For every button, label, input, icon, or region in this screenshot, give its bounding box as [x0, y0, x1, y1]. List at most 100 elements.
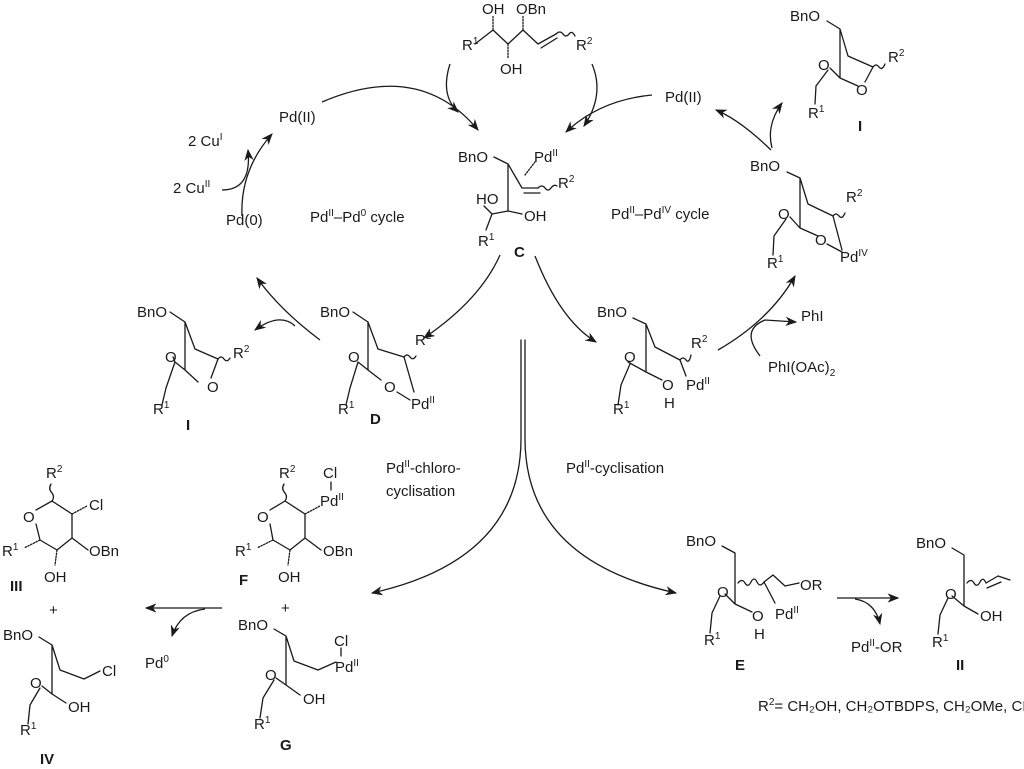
plus-sign: + [49, 602, 58, 619]
product-ii: BnO O OH R1 II [916, 535, 1011, 674]
ring-o: O [778, 206, 790, 223]
arrow-pd4-to-pd2 [714, 109, 772, 151]
arrow-pdor-release [854, 598, 883, 626]
ring-o: O [257, 509, 269, 526]
arrow-to-e [524, 439, 678, 596]
pd-atom: PdII [411, 395, 435, 413]
left-cycle: Pd(II) Pd(0) 2 CuI 2 CuII PdII–Pd0 cycle [173, 63, 501, 341]
ring-o: O [818, 57, 830, 74]
ring-o: O [23, 509, 35, 526]
chloro-pathway-label-2: cyclisation [386, 483, 455, 500]
ring-o: O [165, 349, 177, 366]
r1-atom: R1 [932, 633, 949, 651]
r2-atom: R2 [46, 464, 63, 482]
r1-atom: R1 [2, 542, 19, 560]
obn-atom: OBn [89, 543, 119, 560]
oh-atom: OH [524, 208, 547, 225]
fg-to-products: Pd0 [144, 603, 222, 672]
ho-atom: HO [476, 191, 499, 208]
ring-o: O [348, 349, 360, 366]
arrow-sm-to-c-left [445, 63, 459, 113]
pd0-left: Pd(0) [226, 212, 263, 229]
phi-label: PhI [801, 308, 824, 325]
ring-o: O [624, 349, 636, 366]
arrow-pd0-release [170, 608, 206, 638]
compound-label-iv: IV [40, 751, 54, 768]
ring-o: O [265, 667, 277, 684]
arrow-d-to-pd0 [256, 277, 321, 341]
oh-atom: OH [980, 608, 1003, 625]
oh-o-atom: O [662, 377, 674, 394]
r1-atom: R1 [153, 400, 170, 418]
bno-atom: BnO [137, 304, 167, 321]
r1-atom: R1 [20, 721, 37, 739]
bno-atom: BnO [597, 304, 627, 321]
intermediate-c: BnO PdII R2 HO OH R1 C [458, 148, 575, 261]
oh-h-atom: H [664, 395, 675, 412]
oh-o-atom: O [752, 608, 764, 625]
cl-atom: Cl [89, 497, 103, 514]
chloro-pathway-label: PdII-chloro- [386, 459, 461, 477]
pd4-intermediate: BnO O O R2 PdIV R1 [750, 158, 868, 272]
starting-material: OH OBn R1 OH R2 [462, 1, 593, 78]
phioac-label: PhI(OAc)2 [768, 359, 836, 379]
ring-o: O [717, 584, 729, 601]
compound-label-i: I [186, 417, 190, 434]
arrow-pdh-to-pd4 [717, 274, 796, 351]
oh-atom: OH [68, 699, 91, 716]
cu1-label: 2 CuI [188, 132, 222, 150]
oh-atom: OH [482, 1, 505, 18]
cyclisation-pathway-label: PdII-cyclisation [566, 459, 664, 477]
right-cycle-label: PdII–PdIV cycle [611, 205, 709, 223]
bno-atom: BnO [916, 535, 946, 552]
cl-atom: Cl [323, 465, 337, 482]
cu2-label: 2 CuII [173, 179, 210, 197]
r1-atom: R1 [478, 232, 495, 250]
arrow-sm-to-c-right [583, 63, 598, 127]
r1-atom: R1 [235, 542, 252, 560]
r2-atom: R2 [888, 48, 905, 66]
pd2-right: Pd(II) [665, 89, 702, 106]
right-cycle: Pd(II) PdII–PdIV cycle PhI PhI(OAc)2 [534, 63, 836, 379]
bno-atom: BnO [3, 627, 33, 644]
branch-arrows: PdII-chloro- cyclisation PdII-cyclisatio… [370, 339, 678, 596]
plus-sign: + [281, 600, 290, 617]
arrow-phioac-to-phi [750, 316, 798, 357]
arrow-d-to-i [254, 319, 296, 331]
bno-atom: BnO [458, 149, 488, 166]
pd-atom: PdII [686, 376, 710, 394]
bno-atom: BnO [686, 533, 716, 550]
pd2-left: Pd(II) [279, 109, 316, 126]
product-i-right: BnO O O R2 R1 I [790, 8, 905, 135]
r2-atom: R2 [279, 464, 296, 482]
pd-atom: PdII [534, 148, 558, 166]
oh-atom: OH [44, 569, 67, 586]
pd2-alkyl-intermediate: BnO O O H R2 PdII R1 [597, 304, 710, 418]
obn-atom: OBn [323, 543, 353, 560]
ring-o: O [384, 379, 396, 396]
oh-atom: OH [303, 691, 326, 708]
r1-atom: R1 [704, 631, 721, 649]
intermediate-e: BnO O O H OR PdII R1 E [686, 533, 823, 674]
product-iv: BnO O Cl OH R1 IV [3, 627, 116, 768]
arrow-pd2-to-c-right [565, 94, 653, 133]
r2-atom: R2 [558, 174, 575, 192]
arrow-pd4-to-i [769, 102, 783, 149]
pd-atom: PdII [335, 658, 359, 676]
ring-o: O [207, 379, 219, 396]
e-to-ii: PdII-OR [837, 593, 903, 656]
obn-atom: OBn [516, 1, 546, 18]
arrow-c-to-d [423, 254, 501, 339]
r2-atom: R2 [691, 334, 708, 352]
compound-label-c: C [514, 244, 525, 261]
oh-atom: OH [500, 61, 523, 78]
intermediate-g: BnO O Cl PdII OH R1 G [238, 617, 359, 754]
or-atom: OR [800, 577, 823, 594]
ring-o: O [30, 675, 42, 692]
ring-o: O [945, 586, 957, 603]
compound-label-iii: III [10, 578, 23, 595]
cl-atom: Cl [102, 663, 116, 680]
product-iii: R2 O Cl OBn R1 OH III + [2, 464, 119, 619]
r2-atom: R2 [233, 344, 250, 362]
r2-atom: R2 [846, 188, 863, 206]
